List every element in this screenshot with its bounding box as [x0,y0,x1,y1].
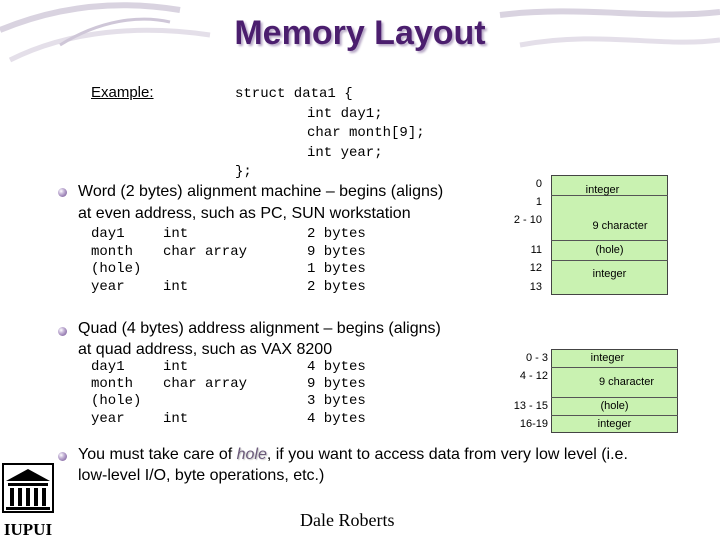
diagram2-cell-hole: (hole) [600,400,629,412]
diagram2-address: 16-19 [519,418,548,430]
bullet2-row-size: 4 bytes [307,411,366,427]
bullet1-row-name: year [91,279,125,295]
memory-diagram-quad [551,349,678,433]
page-title: Memory Layout [234,14,486,52]
bullet2-row-size: 3 bytes [307,393,366,409]
bullet2-row-name: (hole) [91,393,142,409]
diagram2-cell-integer: integer [597,418,632,430]
bullet-1-line-1: Word (2 bytes) alignment machine – begin… [78,183,444,200]
diagram-divider [551,397,678,398]
diagram2-address: 4 - 12 [519,370,548,382]
diagram1-cell-integer: integer [592,268,627,280]
diagram-divider [551,240,668,241]
footer-author: Dale Roberts [300,510,395,530]
building-icon [2,463,54,513]
struct-code-line-5: }; [235,164,252,180]
diagram1-address: 0 [535,178,542,190]
logo-text: IUPUI [3,520,53,539]
bullet2-row-name: month [91,376,134,392]
bullet-3-line-1: You must take care of hole, if you want … [78,445,628,465]
bullet1-row-name: (hole) [91,261,142,277]
struct-code-line-4: int year; [307,145,383,161]
bullet1-row-name: day1 [91,226,125,242]
diagram1-cell-hole: (hole) [595,244,624,256]
bullet2-row-size: 9 bytes [307,376,366,392]
diagram1-address: 1 [535,196,542,208]
bullet-1-line-2: at even address, such as PC, SUN worksta… [78,205,411,222]
bullet-3-post: , if you want to access data from very l… [266,446,628,463]
bullet-dot-2 [58,327,67,336]
bullet-dot-1 [58,188,67,197]
bullet-2-line-1: Quad (4 bytes) address alignment – begin… [78,320,441,337]
diagram2-address: 0 - 3 [525,352,548,364]
bullet2-row-type: char array [163,376,248,392]
bullet1-row-type: int [163,279,189,295]
struct-code-line-1: struct data1 { [235,86,353,102]
bullet2-row-size: 4 bytes [307,359,366,375]
diagram-divider [551,260,668,261]
diagram-divider [551,195,668,196]
diagram2-address: 13 - 15 [513,400,548,412]
bullet1-row-size: 1 bytes [307,261,366,277]
bullet1-row-size: 2 bytes [307,279,366,295]
diagram2-cell-char: 9 character [598,376,655,388]
bullet2-row-name: year [91,411,125,427]
diagram1-address: 12 [529,262,542,274]
struct-code-line-2: int day1; [307,106,383,122]
diagram1-address: 2 - 10 [513,214,542,226]
bullet1-row-type: char array [163,244,248,260]
diagram-divider [551,367,678,368]
bullet-2-line-2: at quad address, such as VAX 8200 [78,341,333,358]
diagram2-cell-integer: integer [590,352,625,364]
bullet1-row-type: int [163,226,189,242]
example-label: Example: [91,84,154,101]
bullet2-row-name: day1 [91,359,125,375]
bullet-dot-3 [58,452,67,461]
iupui-logo: IUPUI [2,463,54,539]
bullet-3-line-2: low-level I/O, byte operations, etc.) [78,467,325,484]
bullet2-row-type: int [163,359,189,375]
bullet2-row-type: int [163,411,189,427]
diagram-divider [551,415,678,416]
bullet1-row-size: 2 bytes [307,226,366,242]
struct-code-line-3: char month[9]; [307,125,425,141]
bullet-3-pre: You must take care of [78,446,237,463]
diagram1-address: 11 [530,244,542,256]
bullet1-row-name: month [91,244,134,260]
diagram1-address: 13 [529,281,542,293]
header-swoosh-decoration [0,2,720,63]
diagram1-cell-integer: integer [585,184,620,196]
bullet1-row-size: 9 bytes [307,244,366,260]
hole-emphasis: hole [236,446,267,463]
diagram1-cell-char: 9 character [592,220,648,232]
